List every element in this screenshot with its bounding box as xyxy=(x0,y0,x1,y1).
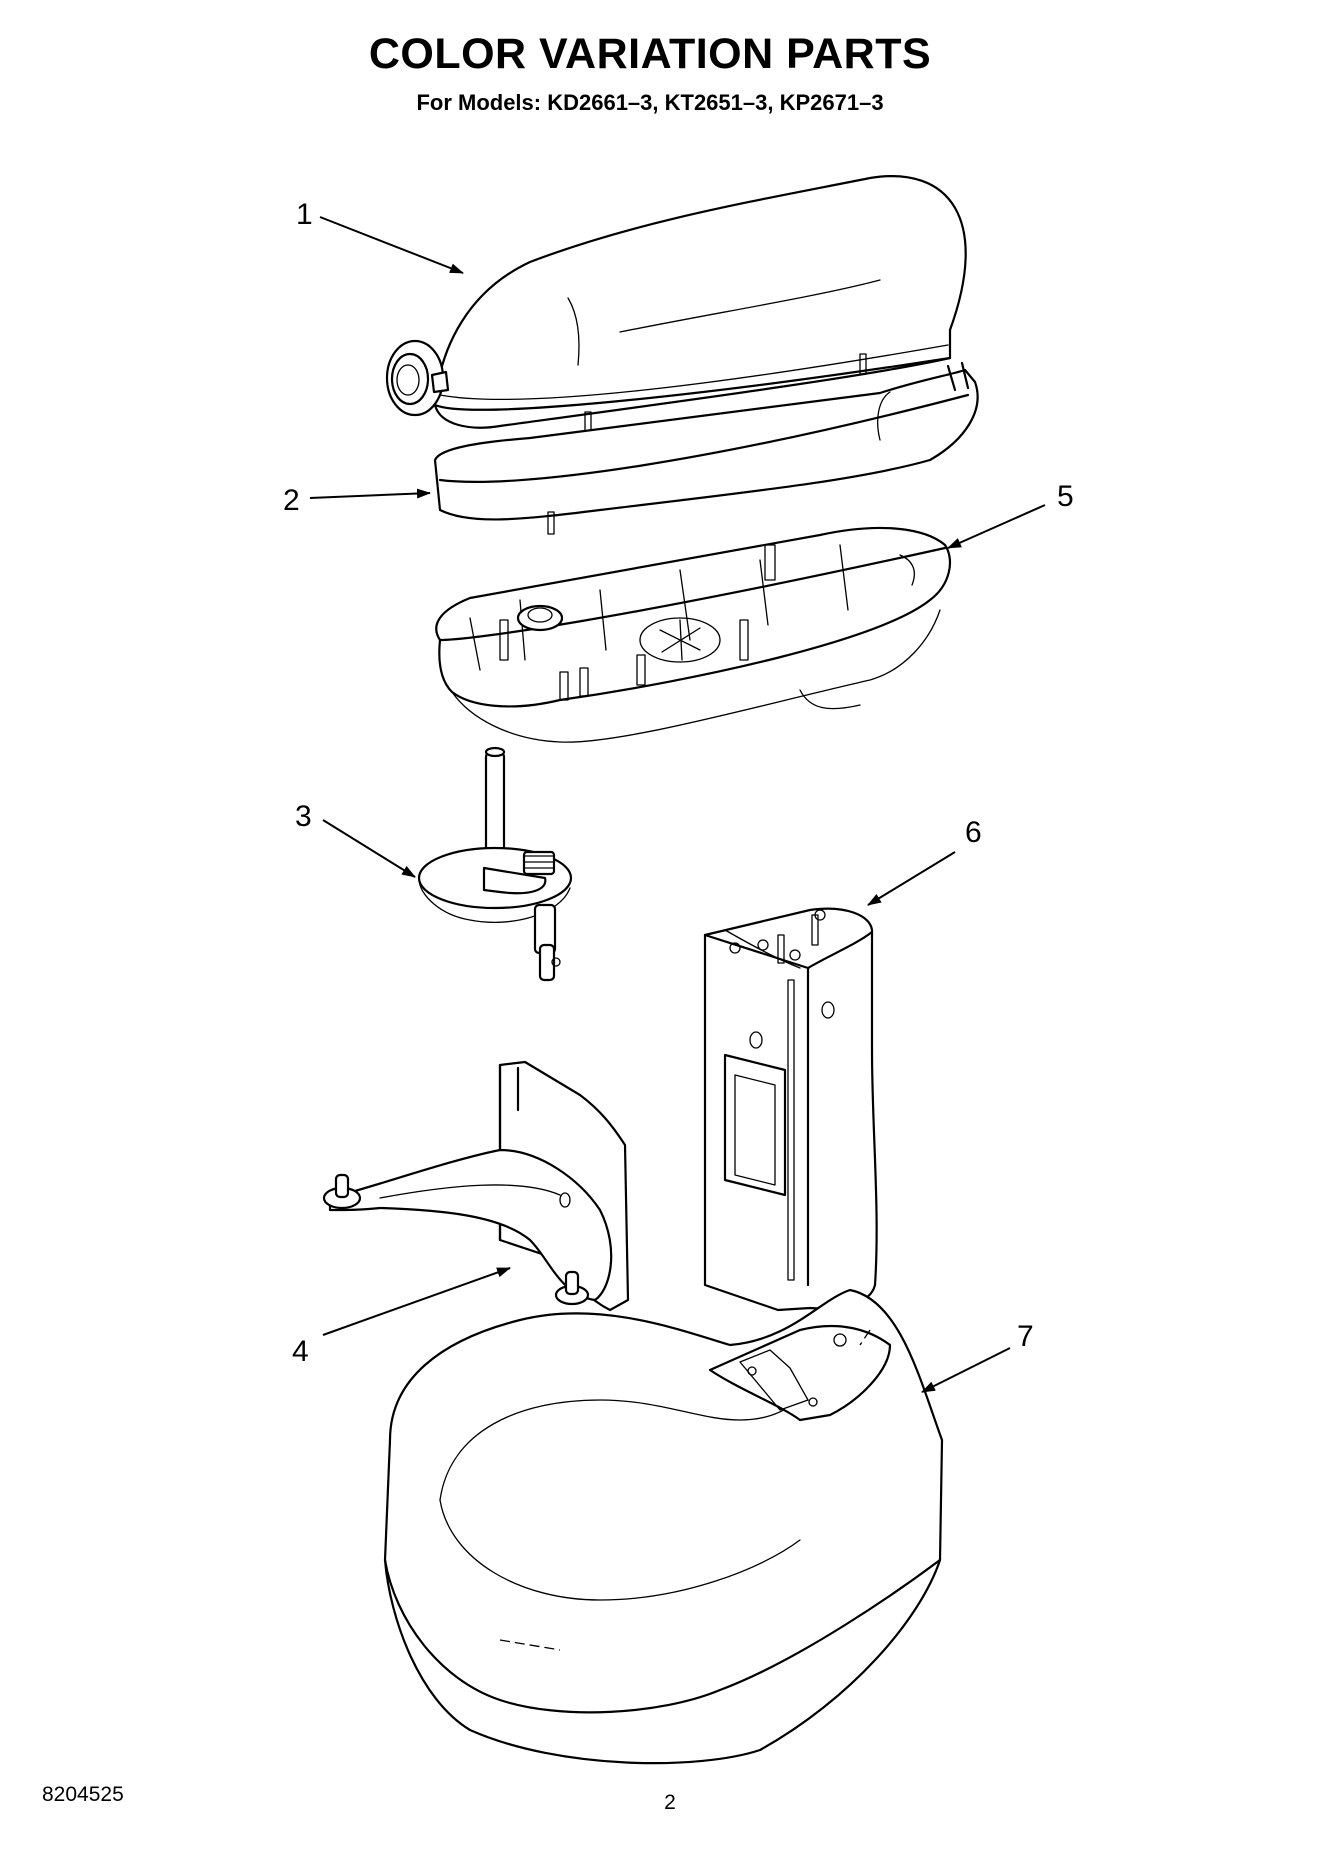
callout-3: 3 xyxy=(295,800,312,833)
callout-7: 7 xyxy=(1017,1320,1034,1353)
part-6-column xyxy=(703,907,878,1312)
leader-arrow-7 xyxy=(921,1347,1011,1393)
leader-arrow-3 xyxy=(322,819,416,878)
part-1-motor-housing-cover xyxy=(385,175,967,433)
callout-5: 5 xyxy=(1057,480,1074,513)
document-number: 8204525 xyxy=(42,1783,124,1806)
leader-arrow-2 xyxy=(309,488,431,499)
part-3-planetary-assembly xyxy=(417,746,573,982)
callout-1: 1 xyxy=(296,198,313,231)
page-title: COLOR VARIATION PARTS xyxy=(368,30,932,78)
part-7-base xyxy=(383,1288,944,1765)
page-number: 2 xyxy=(664,1791,676,1814)
part-4-bowl-bracket xyxy=(322,1060,630,1312)
leader-arrow-5 xyxy=(947,504,1046,549)
model-list: For Models: KD2661–3, KT2651–3, KP2671–3 xyxy=(416,90,884,115)
part-2-trim-band xyxy=(433,361,979,535)
callout-4: 4 xyxy=(292,1335,309,1368)
leader-arrow-4 xyxy=(322,1267,511,1336)
callout-2: 2 xyxy=(283,484,300,517)
part-5-gear-housing xyxy=(435,526,952,743)
callout-6: 6 xyxy=(965,816,982,849)
leader-arrow-1 xyxy=(319,216,464,274)
leader-arrow-6 xyxy=(867,851,956,906)
